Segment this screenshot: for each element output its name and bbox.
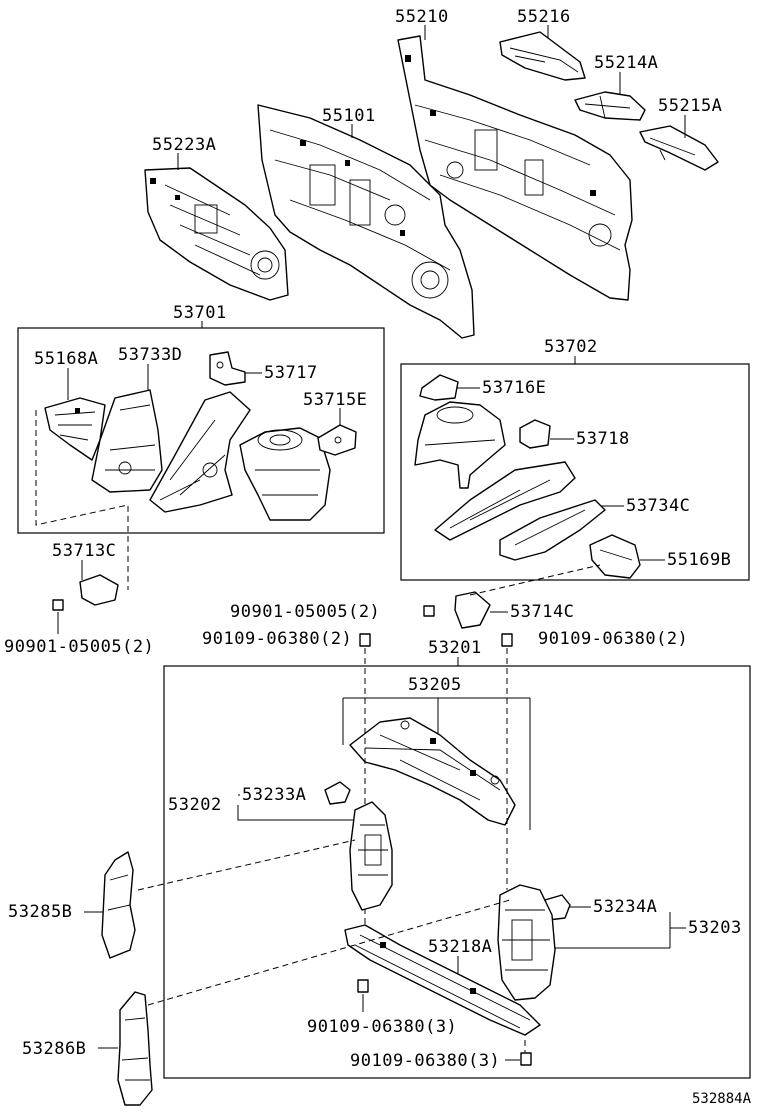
part-53203-shape (497, 884, 556, 1001)
part-53733D-shape (91, 389, 163, 493)
part-55168A-shape (44, 397, 106, 461)
label-53286B: 53286B (22, 1039, 86, 1059)
label-55169B: 55169B (667, 550, 731, 570)
part-strut-tower-right-shape (414, 401, 506, 489)
label-90901-mid: 90901-05005(2) (230, 602, 380, 622)
part-apron-arm-right-shape (434, 461, 576, 541)
part-strut-tower-shape (239, 427, 331, 521)
part-53717-shape (209, 351, 246, 386)
bolt-90109-bottom1-shape (357, 979, 369, 1012)
label-90109-topright: 90109-06380(2) (538, 629, 688, 649)
label-90109-topleft: 90109-06380(2) (202, 629, 352, 649)
label-53202: 53202 (168, 795, 222, 815)
bolt-90109-bottom2-shape (520, 1052, 532, 1066)
part-53715E-shape (317, 424, 357, 456)
part-53714C-shape (454, 591, 491, 629)
label-90109-bottom1: 90109-06380(3) (307, 1017, 457, 1037)
part-55223A-shape (144, 167, 289, 301)
part-53205-shape (349, 717, 516, 826)
group-box-53701 (17, 327, 385, 534)
label-53718: 53718 (576, 429, 630, 449)
part-55214A-shape (574, 91, 646, 121)
label-55101: 55101 (322, 106, 376, 126)
part-55215A-shape (639, 125, 719, 171)
label-53714C: 53714C (510, 602, 574, 622)
label-55216: 55216 (517, 7, 571, 27)
label-53733D: 53733D (118, 345, 182, 365)
part-53734C-shape (499, 499, 606, 561)
part-apron-arm-shape (149, 391, 251, 513)
part-53286B-shape (117, 991, 153, 1106)
label-53201: 53201 (428, 638, 482, 658)
bolt-90109-topright-shape (501, 633, 513, 647)
bolt-90901-left-shape (52, 599, 64, 634)
group-box-53702 (400, 363, 750, 581)
label-53233A: 53233A (242, 785, 306, 805)
label-55168A: 55168A (34, 349, 98, 369)
label-53203: 53203 (688, 918, 742, 938)
label-53218A: 53218A (428, 937, 492, 957)
part-53285B-shape (101, 851, 136, 959)
group-box-53201 (163, 665, 751, 1079)
label-55210: 55210 (395, 7, 449, 27)
label-53702: 53702 (544, 337, 598, 357)
label-53717: 53717 (264, 363, 318, 383)
part-53233A-shape (324, 781, 351, 805)
label-55223A: 55223A (152, 135, 216, 155)
label-53734C: 53734C (626, 496, 690, 516)
bolt-90109-topleft-shape (359, 633, 371, 647)
bolt-90901-mid-shape (423, 605, 435, 617)
label-55215A: 55215A (658, 96, 722, 116)
label-53701: 53701 (173, 303, 227, 323)
diagram-id: 532884A (692, 1091, 752, 1107)
part-55210-shape (397, 35, 633, 301)
label-53234A: 53234A (593, 897, 657, 917)
label-90109-bottom2: 90109-06380(3) (350, 1051, 500, 1071)
part-53713C-shape (79, 574, 119, 606)
label-55214A: 55214A (594, 53, 658, 73)
label-53285B: 53285B (8, 902, 72, 922)
part-53716E-shape (419, 374, 459, 401)
part-55169B-shape (589, 534, 641, 579)
label-53713C: 53713C (52, 541, 116, 561)
part-55101-shape (257, 104, 475, 339)
label-53716E: 53716E (482, 378, 546, 398)
part-53218A-shape (344, 924, 541, 1036)
part-53202-shape (349, 801, 393, 911)
part-53718-shape (519, 419, 551, 449)
label-53715E: 53715E (303, 390, 367, 410)
label-53205: 53205 (408, 675, 462, 695)
label-90901-left: 90901-05005(2) (4, 637, 154, 657)
part-55216-shape (499, 31, 586, 81)
